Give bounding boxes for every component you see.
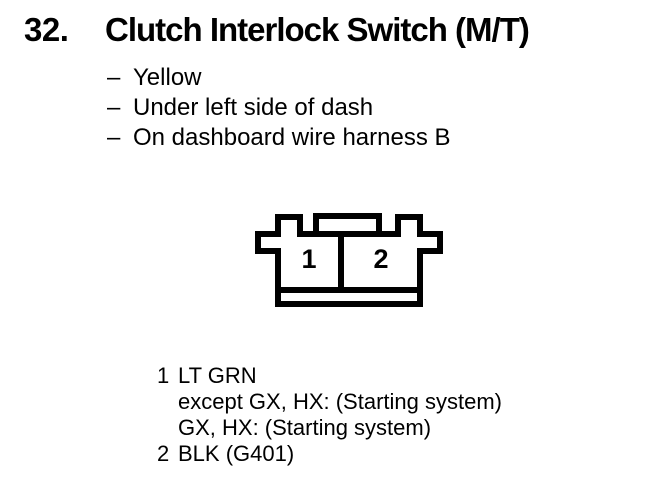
pin-2-label: 2	[373, 244, 388, 274]
wire-note: except GX, HX: (Starting system)	[178, 389, 502, 414]
dash-bullet: –	[107, 94, 121, 121]
dash-bullet: –	[107, 64, 121, 91]
section-number: 32.	[24, 11, 69, 48]
detail-item: – Yellow	[107, 63, 451, 93]
detail-item: – On dashboard wire harness B	[107, 123, 451, 153]
wire-color: BLK (G401)	[178, 441, 295, 466]
connector-outline	[255, 213, 443, 307]
pin-1-label: 1	[301, 244, 316, 274]
pin-legend: 1 LT GRN except GX, HX: (Starting system…	[157, 363, 502, 467]
dash-bullet: –	[107, 124, 121, 151]
detail-text: Yellow	[133, 64, 202, 91]
page-title: Clutch Interlock Switch (M/T)	[105, 11, 530, 48]
detail-item: – Under left side of dash	[107, 93, 451, 123]
detail-list: – Yellow – Under left side of dash – On …	[107, 63, 451, 153]
wire-color: LT GRN	[178, 363, 257, 388]
legend-row-pin-1: 1 LT GRN except GX, HX: (Starting system…	[157, 363, 502, 441]
detail-text: On dashboard wire harness B	[133, 124, 451, 151]
detail-text: Under left side of dash	[133, 94, 374, 121]
pin-number: 1	[157, 363, 170, 388]
wire-note: GX, HX: (Starting system)	[178, 415, 432, 440]
pin-number: 2	[157, 441, 170, 466]
legend-row-pin-2: 2 BLK (G401)	[157, 441, 502, 467]
connector-diagram: 1 2	[255, 213, 443, 307]
